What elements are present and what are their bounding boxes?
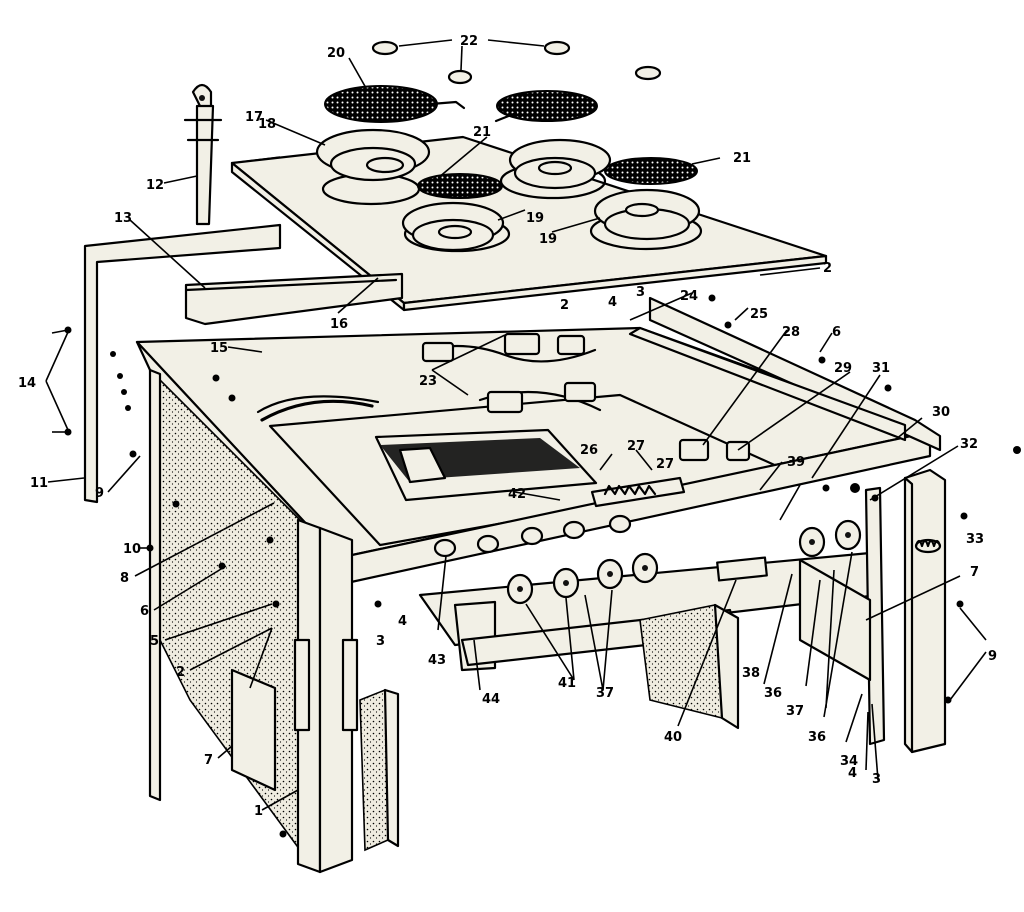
callout-2-mid: 2 [560,298,569,313]
callout-19-a: 19 [526,211,544,226]
drip-pan-1 [315,128,431,182]
callout-36-a: 36 [764,686,782,701]
callout-27-b: 27 [656,457,674,472]
callout-2-left: 2 [176,665,185,680]
callout-16: 16 [330,317,348,332]
front-left-leg [293,518,359,874]
callout-9-right: 9 [988,649,997,664]
callout-labels: 20 22 18 17 21 21 12 19 19 13 16 2 15 23… [18,34,997,819]
callout-14: 14 [18,376,36,391]
callout-22: 22 [460,34,478,49]
surface-element-21-a [496,90,598,122]
callout-29: 29 [834,361,852,376]
callout-12: 12 [146,178,164,193]
infinite-switches [433,514,632,558]
callout-39: 39 [787,455,805,470]
callout-30: 30 [932,405,950,420]
callout-32: 32 [960,437,978,452]
callout-27-a: 27 [627,439,645,454]
callout-7-left: 7 [204,753,213,768]
callout-3-deck: 3 [376,634,385,649]
front-knobs [506,519,862,605]
callout-37-b: 37 [786,704,804,719]
callout-15: 15 [210,341,228,356]
callout-43: 43 [428,653,446,668]
callout-23: 23 [419,374,437,389]
surface-element-21-b [417,173,503,199]
callout-31: 31 [872,361,890,376]
callout-41: 41 [558,676,576,691]
callout-21-right: 21 [733,151,751,166]
callout-44: 44 [482,692,500,707]
callout-5: 5 [150,634,159,649]
callout-19-b: 19 [539,232,557,247]
callout-4-top: 4 [608,295,617,310]
drip-pan-4 [593,188,701,241]
callout-13: 13 [114,211,132,226]
callout-18: 18 [258,117,276,132]
callout-34: 34 [840,754,858,769]
callout-36-b: 36 [808,730,826,745]
wiring-components [256,332,751,462]
callout-42: 42 [508,487,526,502]
surface-element-21-c [604,157,698,185]
callout-3-top: 3 [636,285,645,300]
callout-24: 24 [680,289,698,304]
element-caps [371,39,662,85]
rear-access-panel-7 [230,668,277,792]
right-side-panel [864,468,947,754]
callout-40: 40 [664,730,682,745]
callout-6-top: 6 [832,325,841,340]
callout-3-bottom: 3 [872,772,881,787]
hinge-bracket [183,83,223,226]
callout-20: 20 [327,46,345,61]
leader-lines [45,57,987,811]
drip-pan-2 [508,138,612,190]
callout-4-deck: 4 [398,614,407,629]
callout-1: 1 [254,804,263,819]
callout-7-right: 7 [970,565,979,580]
callout-21-top: 21 [473,125,491,140]
rear-left-leg [359,688,400,852]
rear-leg-right [639,558,872,730]
drip-pan-3 [401,201,505,252]
callout-10: 10 [123,542,141,557]
callout-8: 8 [120,571,129,586]
cabinet-body [135,296,942,586]
callout-2-right: 2 [823,261,832,276]
callout-28: 28 [782,325,800,340]
callout-38: 38 [742,666,760,681]
callout-9-left: 9 [95,486,104,501]
callout-6-left: 6 [140,604,149,619]
callout-37-a: 37 [596,686,614,701]
callout-11: 11 [30,476,48,491]
callout-25: 25 [750,307,768,322]
callout-33: 33 [966,532,984,547]
cabinet-left-side [83,223,404,504]
surface-elements [324,85,698,199]
callout-4-bottom: 4 [848,766,857,781]
callout-26: 26 [580,443,598,458]
callout-17: 17 [245,110,263,125]
surface-element-20 [324,85,438,123]
drip-pans [315,128,701,252]
spring-38 [914,538,942,554]
